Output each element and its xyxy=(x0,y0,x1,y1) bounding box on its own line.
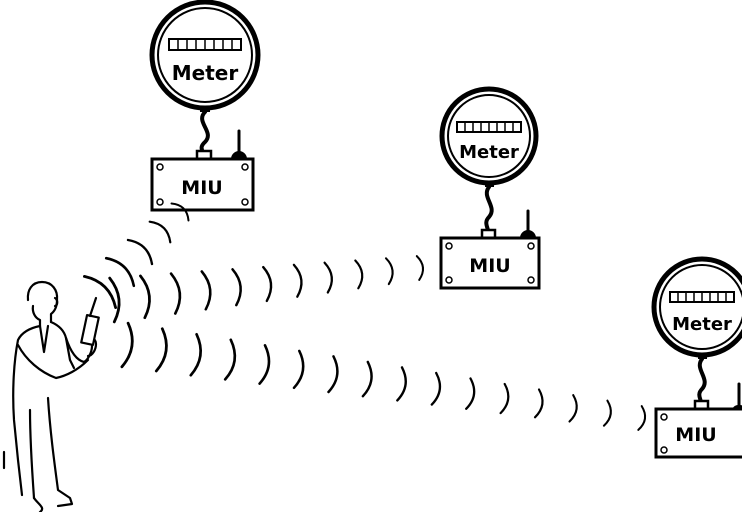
meter-unit-1: Meter MIU xyxy=(149,0,261,212)
signal-arc-icon xyxy=(108,276,121,324)
meter-label: Meter xyxy=(459,142,519,163)
meter-label: Meter xyxy=(672,314,732,335)
signal-arc-icon xyxy=(430,371,442,406)
signal-arc-icon xyxy=(292,263,303,298)
miu-label: MIU xyxy=(181,177,222,199)
signal-arc-icon xyxy=(231,268,242,307)
signal-arc-icon xyxy=(169,272,182,315)
signal-arc-icon xyxy=(223,338,237,381)
radio-wave-arcs-icon xyxy=(83,202,647,431)
signal-arc-icon xyxy=(120,321,134,369)
signal-arc-icon xyxy=(533,388,544,419)
signal-arc-icon xyxy=(415,255,424,281)
signal-arc-icon xyxy=(327,355,339,394)
meter-icon: Meter xyxy=(149,0,261,112)
signal-arc-icon xyxy=(200,270,212,311)
meter-icon: Meter xyxy=(439,86,539,187)
signal-arc-icon xyxy=(396,366,407,402)
signal-arc-icon xyxy=(323,261,333,294)
signal-arc-icon xyxy=(384,257,394,286)
signal-arc-icon xyxy=(568,394,578,423)
meter-display-icon xyxy=(456,121,522,133)
meter-cable xyxy=(697,357,707,406)
signal-arc-icon xyxy=(354,259,364,290)
meter-cable xyxy=(484,185,494,235)
miu-box: MIU xyxy=(150,129,255,212)
signal-arc-icon xyxy=(637,405,647,431)
miu-box: MIU xyxy=(439,209,541,290)
signal-arc-icon xyxy=(104,256,136,288)
signal-arc-icon xyxy=(262,265,273,303)
meter-icon: Meter xyxy=(651,256,742,359)
meter-cable xyxy=(199,110,210,157)
meter-unit-2: Meter MIU xyxy=(439,86,541,290)
signal-arc-icon xyxy=(465,377,476,410)
miu-label: MIU xyxy=(469,255,510,277)
meter-label: Meter xyxy=(172,61,239,85)
meter-display-icon xyxy=(168,38,242,51)
signal-arc-icon xyxy=(170,202,190,222)
signal-arc-icon xyxy=(139,274,151,320)
meter-display-icon xyxy=(669,291,735,303)
signal-arc-icon xyxy=(292,349,305,390)
miu-label: MIU xyxy=(675,424,716,446)
signal-arc-icon xyxy=(499,382,510,415)
signal-arc-icon xyxy=(154,327,168,373)
signal-arc-icon xyxy=(602,399,612,427)
meter-unit-3: Meter MIU xyxy=(651,256,742,459)
signal-arc-icon xyxy=(258,344,271,385)
signal-arc-icon xyxy=(361,360,373,398)
signal-arc-icon xyxy=(189,332,203,377)
signal-arc-icon xyxy=(148,220,172,244)
signal-arc-icon xyxy=(126,238,154,266)
signal-arc-icon xyxy=(83,275,117,309)
person-with-handheld-icon xyxy=(2,280,100,512)
miu-box: MIU xyxy=(654,382,742,459)
